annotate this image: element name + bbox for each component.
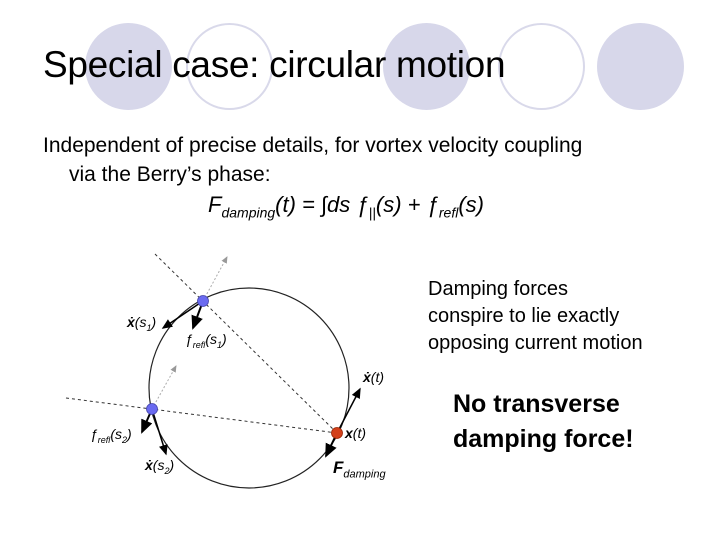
decorative-circle-5 bbox=[597, 23, 684, 110]
formula-sub-parallel: || bbox=[368, 204, 376, 221]
label-frefl-s1: ƒrefl(s1) bbox=[185, 331, 227, 350]
body-text: Independent of precise details, for vort… bbox=[43, 131, 683, 189]
sym: ẋ bbox=[145, 457, 153, 473]
point-current bbox=[331, 427, 343, 439]
sub: damping bbox=[343, 468, 386, 481]
sub: 1 bbox=[146, 322, 152, 333]
point-s2 bbox=[146, 403, 158, 415]
arg: (s bbox=[205, 331, 217, 347]
side-line-3: opposing current motion bbox=[428, 332, 643, 354]
sym: ẋ bbox=[127, 314, 135, 330]
formula-arg1: (s) + bbox=[375, 192, 427, 217]
close: ) bbox=[222, 331, 227, 347]
decorative-circle-1 bbox=[85, 23, 172, 110]
sym: ƒ bbox=[185, 331, 193, 347]
arg: (s bbox=[110, 426, 122, 442]
sym: x bbox=[345, 425, 353, 441]
conclusion-line-2: damping force! bbox=[453, 425, 634, 453]
side-line-1: Damping forces bbox=[428, 278, 569, 300]
arg: (s bbox=[152, 457, 165, 473]
sub: refl bbox=[97, 434, 111, 445]
point-s1 bbox=[197, 295, 209, 307]
orbit-circle bbox=[148, 287, 350, 489]
decorative-circle-3 bbox=[383, 23, 470, 110]
close: ) bbox=[169, 457, 175, 473]
formula-f-parallel: ƒ bbox=[356, 192, 369, 217]
decorative-circle-4 bbox=[498, 23, 585, 110]
sub: refl bbox=[192, 339, 206, 350]
arrow-xdot-s2 bbox=[151, 408, 168, 456]
label-f-damping: Fdamping bbox=[333, 458, 386, 480]
formula-integral: (t) = ∫ds bbox=[275, 192, 357, 217]
arrow-xdot-s1 bbox=[161, 300, 204, 329]
gray-arrow-s1 bbox=[202, 256, 228, 302]
formula-sub-refl: refl bbox=[438, 204, 459, 221]
decorative-circle-2 bbox=[186, 23, 273, 110]
arg: (t) bbox=[370, 369, 385, 385]
sym: ẋ bbox=[363, 369, 371, 385]
conclusion-line-1: No transverse bbox=[453, 390, 620, 418]
dashed-line-s1 bbox=[154, 253, 338, 434]
sub2: 2 bbox=[121, 434, 127, 445]
arrow-xdot-t bbox=[336, 387, 361, 434]
slide-title: Special case: circular motion bbox=[43, 44, 506, 85]
arg: (s bbox=[134, 314, 147, 330]
conclusion-text: No transverse damping force! bbox=[453, 387, 634, 457]
label-xdot-s2: ẋ(s2) bbox=[145, 457, 174, 476]
formula-sub-damping: damping bbox=[221, 204, 276, 221]
close: ) bbox=[151, 314, 157, 330]
formula-arg2: (s) bbox=[458, 192, 484, 217]
sub: 2 bbox=[164, 465, 170, 476]
formula-F: F bbox=[208, 192, 222, 217]
formula-f-refl: ƒ bbox=[426, 192, 439, 217]
sym: F bbox=[333, 458, 344, 477]
arg: (t) bbox=[352, 425, 367, 441]
body-line-1: Independent of precise details, for vort… bbox=[43, 134, 583, 157]
sub2: 1 bbox=[216, 339, 222, 350]
gray-arrow-s2 bbox=[151, 365, 177, 410]
side-explanation: Damping forces conspire to lie exactly o… bbox=[428, 276, 643, 357]
label-xdot-s1: ẋ(s1) bbox=[127, 314, 156, 333]
close: ) bbox=[127, 426, 132, 442]
body-line-2: via the Berry’s phase: bbox=[69, 163, 271, 186]
label-x-t: x(t) bbox=[345, 425, 366, 441]
damping-formula: Fdamping(t) = ∫ds ƒ||(s) + ƒrefl(s) bbox=[208, 192, 484, 220]
sym: ƒ bbox=[90, 426, 98, 442]
label-xdot-t: ẋ(t) bbox=[363, 369, 384, 385]
side-line-2: conspire to lie exactly bbox=[428, 305, 620, 327]
label-frefl-s2: ƒrefl(s2) bbox=[90, 426, 132, 445]
